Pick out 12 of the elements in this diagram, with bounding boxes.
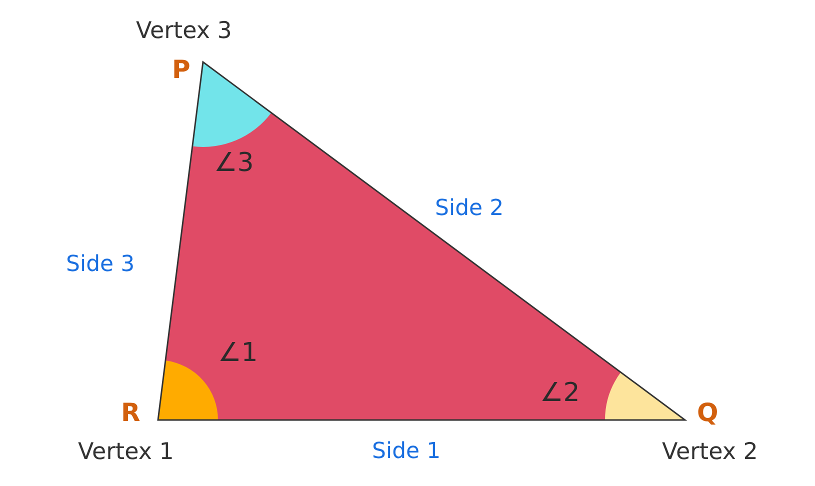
vertex-letter: P	[172, 57, 190, 82]
angle-label: ∠3	[214, 150, 254, 176]
vertex-label: Vertex 3	[136, 20, 232, 43]
side-label: Side 1	[372, 441, 441, 463]
angle-label: ∠2	[540, 380, 580, 406]
vertex-label: Vertex 1	[78, 441, 174, 464]
vertex-letter: R	[121, 400, 140, 425]
side-label: Side 3	[66, 254, 135, 276]
vertex-label: Vertex 2	[662, 441, 758, 464]
angle-label: ∠1	[218, 340, 258, 366]
vertex-letter: Q	[697, 400, 718, 425]
side-label: Side 2	[435, 198, 504, 220]
